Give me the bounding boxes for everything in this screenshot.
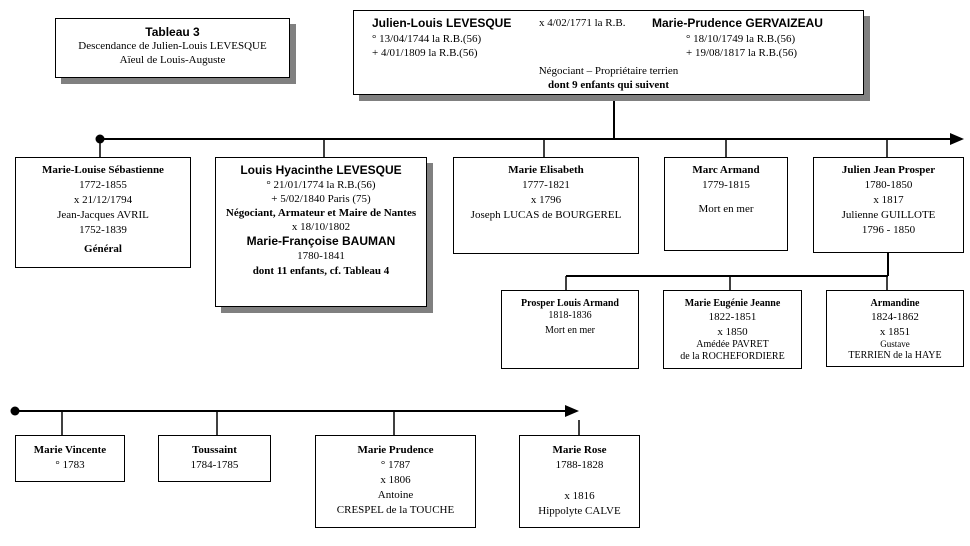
child-spouse: Joseph LUCAS de BOURGEREL xyxy=(470,209,622,221)
mother-name: Marie-Prudence GERVAIZEAU xyxy=(652,16,823,30)
child-name: Toussaint xyxy=(192,444,237,456)
child-name: Marie Prudence xyxy=(357,444,434,456)
child-card-julien-jean-prosper: Julien Jean Prosper 1780-1850 x 1817 Jul… xyxy=(813,157,964,253)
child-spouse-1: Antoine xyxy=(377,489,414,501)
child-birth: ° 21/01/1774 la R.B.(56) xyxy=(266,179,376,191)
child-name: Marie Elisabeth xyxy=(508,164,584,176)
child-note: dont 11 enfants, cf. Tableau 4 xyxy=(252,265,390,277)
child-card-marc-armand: Marc Armand 1779-1815 Mort en mer xyxy=(664,157,788,251)
parents-box: Julien-Louis LEVESQUE x 4/02/1771 la R.B… xyxy=(353,10,864,95)
grandchild-name: Armandine xyxy=(870,298,920,309)
child-death: + 5/02/1840 Paris (75) xyxy=(271,193,371,205)
father-name: Julien-Louis LEVESQUE xyxy=(372,16,512,30)
marriage-date: x 4/02/1771 la R.B. xyxy=(539,17,626,29)
title-line-1: Descendance de Julien-Louis LEVESQUE xyxy=(78,40,267,52)
child-dates: 1772-1855 xyxy=(79,179,127,191)
grandchild-card-armandine: Armandine 1824-1862 x 1851 Gustave TERRI… xyxy=(826,290,964,367)
child-dates: ° 1783 xyxy=(55,459,85,471)
title: Tableau 3 xyxy=(145,25,200,39)
parents-profession: Négociant – Propriétaire terrien xyxy=(538,65,679,77)
child-name: Marie-Louise Sébastienne xyxy=(42,164,164,176)
child-spouse: Marie-Françoise BAUMAN xyxy=(246,234,396,248)
child-dates: 1788-1828 xyxy=(555,459,604,471)
mother-death: + 19/08/1817 la R.B.(56) xyxy=(686,47,798,59)
child-dates: 1784-1785 xyxy=(190,459,239,471)
grandchild-spouse-2: de la ROCHEFORDIERE xyxy=(680,351,785,362)
child-name: Julien Jean Prosper xyxy=(841,164,936,176)
father-death: + 4/01/1809 la R.B.(56) xyxy=(372,47,478,59)
child-dates: 1780-1850 xyxy=(864,179,913,191)
child-marriage: x 1806 xyxy=(380,474,411,486)
child-spouse-dates: 1752-1839 xyxy=(79,224,127,236)
father-birth: ° 13/04/1744 la R.B.(56) xyxy=(372,33,482,45)
child-name: Marie Rose xyxy=(552,444,607,456)
child-spouse: Julienne GUILLOTE xyxy=(841,209,936,221)
child-card-marie-rose: Marie Rose 1788-1828 x 1816 Hippolyte CA… xyxy=(519,435,640,528)
grandchild-card-marie-eugenie: Marie Eugénie Jeanne 1822-1851 x 1850 Am… xyxy=(663,290,802,369)
grandchild-marriage: x 1851 xyxy=(879,326,911,338)
grandchild-name: Marie Eugénie Jeanne xyxy=(684,298,781,309)
grandchild-spouse-1: Amédée PAVRET xyxy=(696,339,769,350)
grandchild-dates: 1824-1862 xyxy=(871,311,919,323)
child-name: Louis Hyacinthe LEVESQUE xyxy=(240,163,402,177)
child-note: Général xyxy=(84,243,122,255)
grandchild-note: Mort en mer xyxy=(545,325,595,336)
child-card-toussaint: Toussaint 1784-1785 xyxy=(158,435,271,482)
child-name: Marie Vincente xyxy=(33,444,107,456)
child-spouse: Jean-Jacques AVRIL xyxy=(57,209,149,221)
grandchild-name: Prosper Louis Armand xyxy=(521,298,619,309)
child-marriage: x 1796 xyxy=(530,194,562,206)
child-profession: Négociant, Armateur et Maire de Nantes xyxy=(225,207,417,219)
children-note: dont 9 enfants qui suivent xyxy=(547,79,670,91)
child-marriage: x 18/10/1802 xyxy=(291,221,351,233)
child-name: Marc Armand xyxy=(692,164,760,176)
child-dates: 1777-1821 xyxy=(522,179,570,191)
title-line-2: Aïeul de Louis-Auguste xyxy=(119,54,226,66)
child-card-marie-prudence: Marie Prudence ° 1787 x 1806 Antoine CRE… xyxy=(315,435,476,528)
child-dates: 1779-1815 xyxy=(702,179,750,191)
child-spouse: Hippolyte CALVE xyxy=(538,505,621,517)
grandchild-card-prosper-louis: Prosper Louis Armand 1818-1836 Mort en m… xyxy=(501,290,639,369)
grandchild-dates: 1818-1836 xyxy=(548,310,592,321)
child-card-marie-elisabeth: Marie Elisabeth 1777-1821 x 1796 Joseph … xyxy=(453,157,639,254)
child-dates: ° 1787 xyxy=(380,459,411,471)
child-spouse-dates: 1780-1841 xyxy=(297,250,345,262)
child-marriage: x 1817 xyxy=(873,194,904,206)
grandchild-marriage: x 1850 xyxy=(717,326,748,338)
child-spouse-dates: 1796 - 1850 xyxy=(861,224,916,236)
child-card-marie-vincente: Marie Vincente ° 1783 xyxy=(15,435,125,482)
child-marriage: x 21/12/1794 xyxy=(73,194,133,206)
title-box: Tableau 3 Descendance de Julien-Louis LE… xyxy=(55,18,290,78)
mother-birth: ° 18/10/1749 la R.B.(56) xyxy=(686,33,796,45)
child-card-louis-hyacinthe: Louis Hyacinthe LEVESQUE ° 21/01/1774 la… xyxy=(215,157,427,307)
child-marriage: x 1816 xyxy=(564,490,595,502)
child-note: Mort en mer xyxy=(698,203,754,215)
grandchild-spouse-2: TERRIEN de la HAYE xyxy=(848,350,942,361)
grandchild-dates: 1822-1851 xyxy=(708,311,757,323)
grandchild-spouse-1: Gustave xyxy=(880,339,910,349)
child-spouse-2: CRESPEL de la TOUCHE xyxy=(336,504,455,516)
child-card-marie-louise: Marie-Louise Sébastienne 1772-1855 x 21/… xyxy=(15,157,191,268)
